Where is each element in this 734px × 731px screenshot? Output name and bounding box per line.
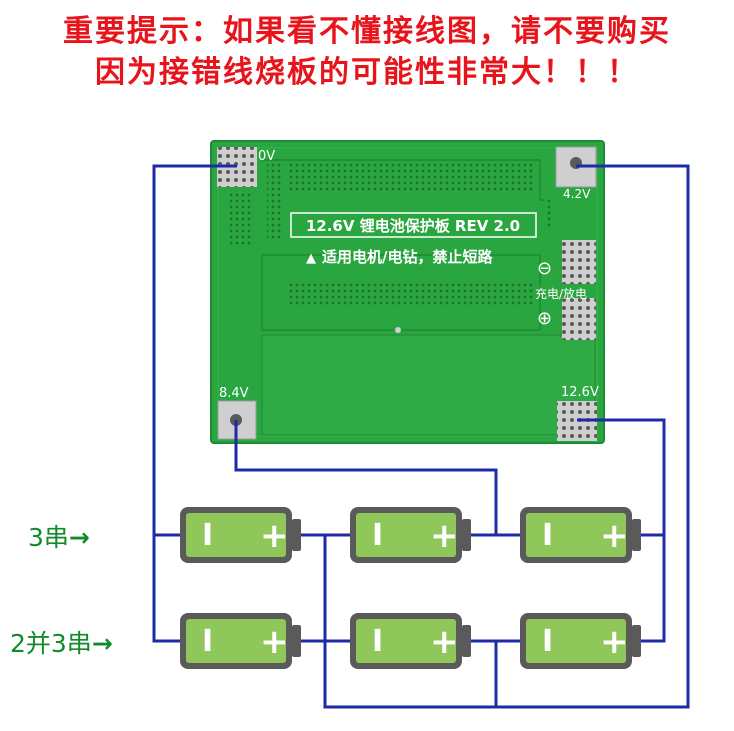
battery-plus-label: + bbox=[430, 622, 459, 662]
battery-cell: I + bbox=[520, 613, 641, 669]
battery-minus-label: I bbox=[202, 518, 213, 553]
battery-minus-label: I bbox=[542, 518, 553, 553]
plus-symbol: ⊕ bbox=[537, 308, 552, 329]
warning-line-1: 重要提示：如果看不懂接线图，请不要购买 bbox=[63, 14, 671, 49]
arrow-right-icon: → bbox=[91, 629, 113, 658]
charge-discharge-label: 充电/放电 bbox=[535, 286, 587, 301]
wire-bridge-left-tall bbox=[300, 533, 496, 709]
battery-plus-label: + bbox=[600, 622, 629, 662]
wire-12v6 bbox=[577, 418, 666, 643]
label-8v4: 8.4V bbox=[219, 386, 249, 401]
row-label-2p3s: 2并3串→ bbox=[10, 629, 113, 658]
wire-4v2 bbox=[494, 164, 690, 709]
label-4v2: 4.2V bbox=[563, 187, 591, 201]
battery-minus-label: I bbox=[542, 624, 553, 659]
warning-triangle-icon: ▲ bbox=[306, 251, 316, 266]
wire-8v4 bbox=[234, 420, 521, 537]
battery-cell: I + bbox=[180, 613, 301, 669]
wire-0v bbox=[152, 164, 237, 643]
pad-plus bbox=[562, 298, 596, 340]
protection-board: 12.6V 锂电池保护板 REV 2.0 ▲ 适用电机/电钻，禁止短路 ⊖ ⊕ … bbox=[210, 140, 605, 444]
label-0v: 0V bbox=[258, 149, 275, 164]
battery-cell: I + bbox=[350, 507, 471, 563]
battery-cell: I + bbox=[180, 507, 301, 563]
battery-cell: I + bbox=[520, 507, 641, 563]
battery-row-1: I + I + I + bbox=[180, 507, 641, 563]
battery-cell: I + bbox=[350, 613, 471, 669]
board-note: 适用电机/电钻，禁止短路 bbox=[322, 248, 493, 266]
minus-symbol: ⊖ bbox=[537, 258, 552, 279]
battery-minus-label: I bbox=[202, 624, 213, 659]
battery-plus-label: + bbox=[600, 516, 629, 556]
battery-row-2: I + I + I + bbox=[180, 613, 641, 669]
wiring bbox=[152, 164, 690, 709]
board-title: 12.6V 锂电池保护板 REV 2.0 bbox=[306, 217, 520, 235]
battery-plus-label: + bbox=[260, 516, 289, 556]
row-label-3s: 3串→ bbox=[28, 523, 90, 552]
warning-line-2: 因为接错线烧板的可能性非常大！！！ bbox=[95, 55, 639, 90]
battery-minus-label: I bbox=[372, 624, 383, 659]
label-12v6: 12.6V bbox=[561, 385, 599, 400]
pad-minus bbox=[562, 240, 596, 284]
battery-plus-label: + bbox=[430, 516, 459, 556]
battery-minus-label: I bbox=[372, 518, 383, 553]
arrow-right-icon: → bbox=[68, 523, 90, 552]
battery-plus-label: + bbox=[260, 622, 289, 662]
